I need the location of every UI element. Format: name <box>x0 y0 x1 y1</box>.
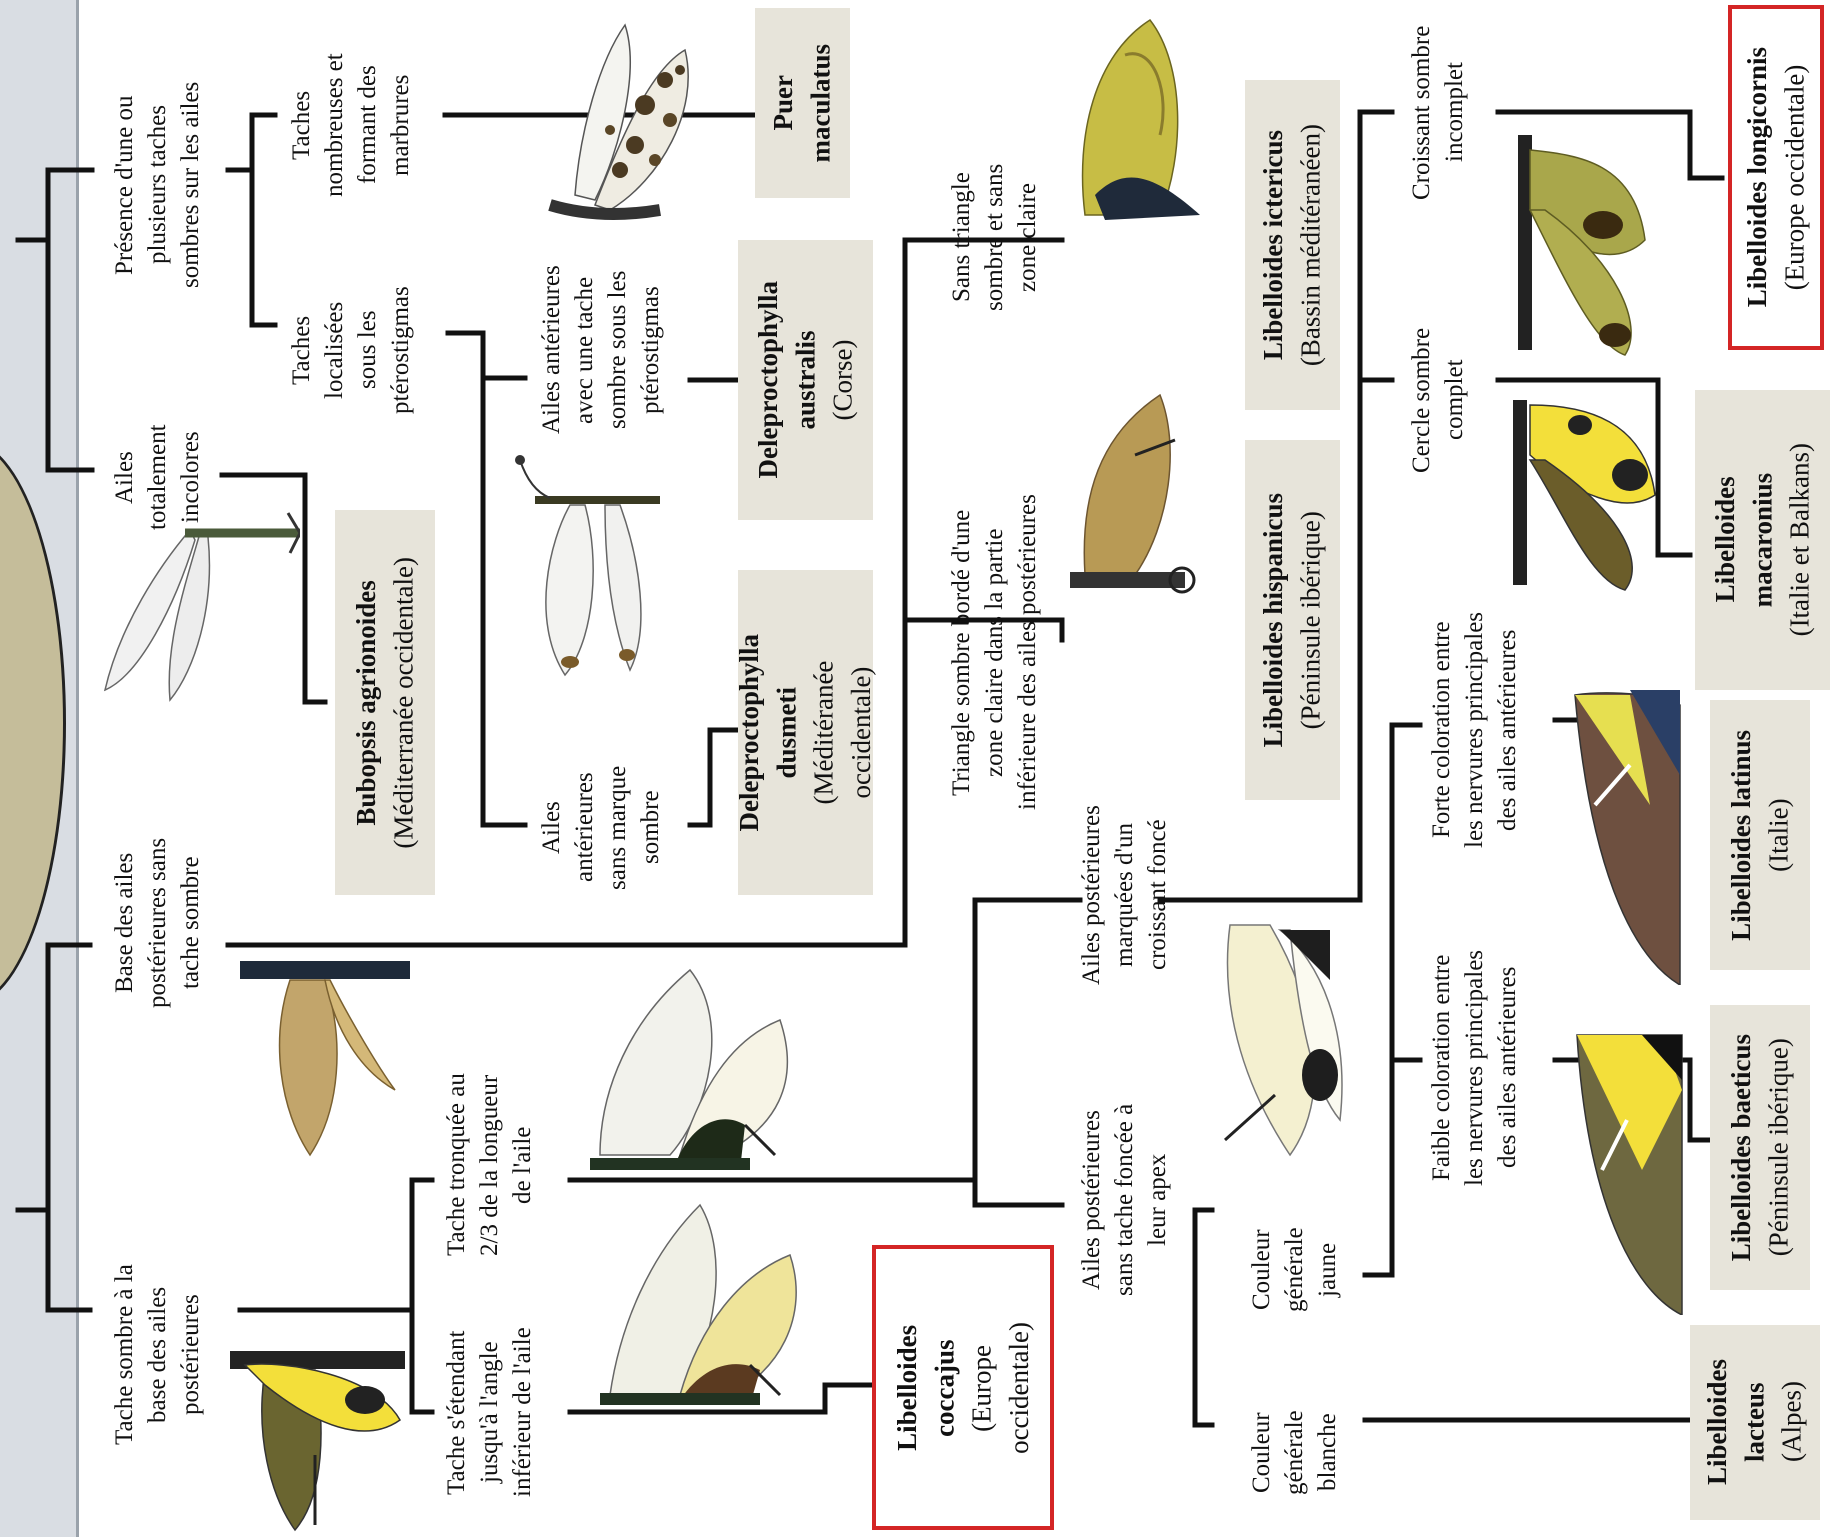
species-name: Libelloides baeticus <box>1723 1034 1760 1261</box>
species-region: (Europe occidentale) <box>1779 65 1809 291</box>
species-name: Libelloides ictericus <box>1255 124 1292 366</box>
species-region: (Péninsule ibérique) <box>1763 1038 1793 1256</box>
species-libelloides-baeticus: Libelloides baeticus(Péninsule ibérique) <box>1710 1005 1810 1290</box>
species-name: Libelloides longicornis <box>1739 47 1776 307</box>
photo-libelloides-baeticus <box>1572 1030 1687 1315</box>
photo-libelloides-baetic-yellow <box>580 960 810 1170</box>
photo-libelloides-coccajus <box>590 1195 820 1405</box>
species-region: (Bassin méditéranéen) <box>1296 124 1326 366</box>
photo-libelloides-latinus <box>1570 685 1685 985</box>
species-region: (Péninsule ibérique) <box>1296 511 1326 729</box>
species-name: Libelloides hispanicus <box>1255 493 1292 747</box>
species-region: (Italie) <box>1763 798 1793 871</box>
species-bubopsis-agrionoides: Bubopsis agrionoides(Méditerranée occide… <box>335 510 435 895</box>
photo-dark-spot-base <box>225 1345 410 1535</box>
species-libelloides-ictericus: Libelloides ictericus(Bassin méditéranée… <box>1245 80 1340 410</box>
species-name: Bubopsis agrionoides <box>348 557 385 849</box>
photo-libelloides-longicornis <box>1505 130 1655 360</box>
species-region: (Méditerranée occidentale) <box>388 557 418 849</box>
species-libelloides-latinus: Libelloides latinus(Italie) <box>1710 700 1810 970</box>
photo-libelloides-ictericus <box>1065 15 1205 225</box>
photo-base-without-spot <box>230 960 415 1160</box>
species-region: (Italie et Balkans) <box>1784 443 1814 636</box>
photo-puer-maculatus <box>540 10 725 230</box>
species-name: Libelloides latinus <box>1723 730 1760 941</box>
photo-crescent-hindwing <box>1180 920 1360 1160</box>
photo-libelloides-hispanicus <box>1060 385 1200 600</box>
photo-libelloides-macaronius <box>1505 395 1665 595</box>
species-libelloides-longicornis: Libelloides longicornis(Europe occidenta… <box>1728 5 1824 350</box>
species-libelloides-hispanicus: Libelloides hispanicus(Péninsule ibériqu… <box>1245 440 1340 800</box>
species-region: (Alpes) <box>1777 1382 1807 1463</box>
species-region: (Corse) <box>827 340 857 421</box>
photo-deleproctophylla-australis <box>510 450 690 680</box>
